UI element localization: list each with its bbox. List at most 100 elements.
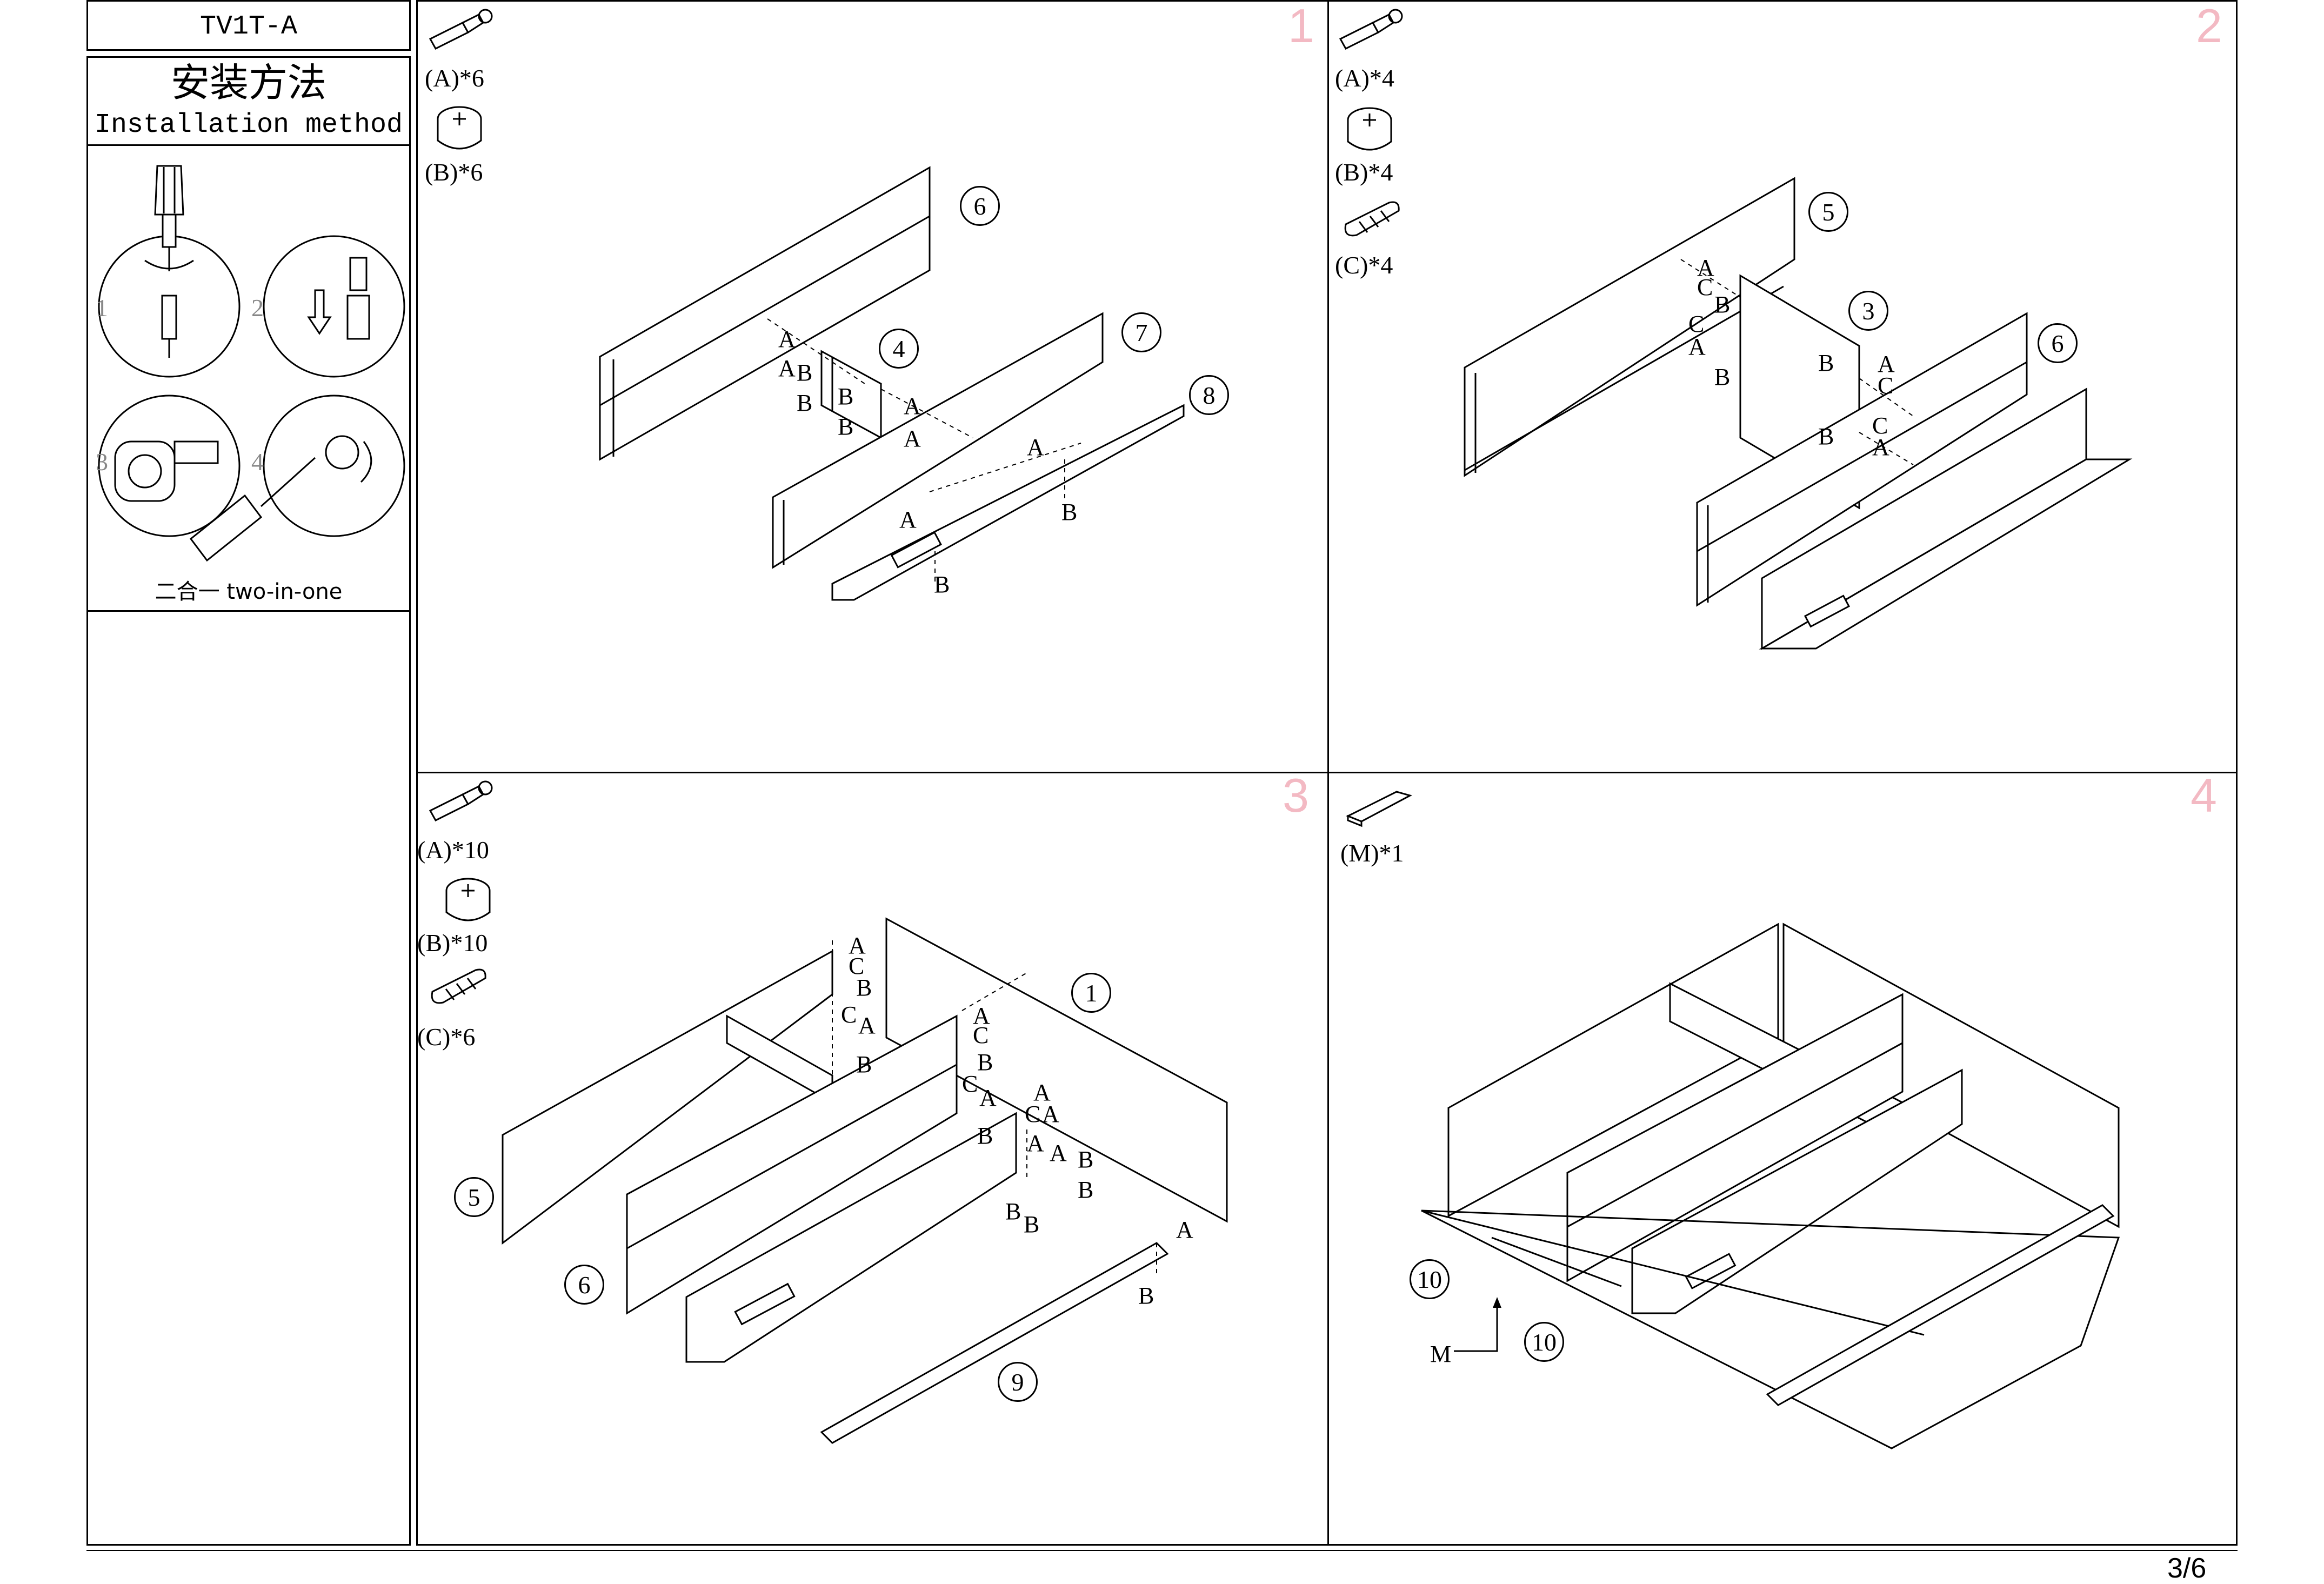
two-in-one-caption: 二合一 two-in-one xyxy=(155,579,343,604)
hole-label: A xyxy=(973,1002,990,1029)
hole-label: B xyxy=(1078,1146,1094,1173)
hole-label: C xyxy=(1697,274,1713,300)
step-1-part-b: (B)*6 xyxy=(425,158,483,186)
hole-label: A xyxy=(858,1012,876,1039)
footer-rule xyxy=(86,1550,2238,1551)
hole-label: B xyxy=(856,974,872,1001)
step-3-callout-9: 9 xyxy=(998,1362,1038,1402)
hole-label: B xyxy=(1078,1177,1094,1203)
step-3-callout-1: 1 xyxy=(1071,973,1111,1013)
hole-label: A xyxy=(904,393,921,419)
hole-label: C xyxy=(962,1071,978,1097)
hole-label: B xyxy=(934,571,950,598)
hole-label: B xyxy=(977,1049,993,1075)
hole-label: B xyxy=(1061,499,1078,525)
hole-label: B xyxy=(797,359,813,386)
hole-label: B xyxy=(977,1122,993,1149)
step-3-part-b: (B)*10 xyxy=(417,929,488,957)
hole-label: C xyxy=(1878,372,1894,399)
hole-label: C xyxy=(1025,1101,1041,1127)
hole-label: C xyxy=(1872,412,1888,439)
hole-label: B xyxy=(838,383,854,410)
hole-label: B xyxy=(1005,1198,1021,1225)
step-3-part-a: (A)*10 xyxy=(417,836,489,864)
hole-label: A xyxy=(1176,1217,1193,1243)
hole-label: C xyxy=(841,1001,857,1028)
hole-label: B xyxy=(1714,291,1731,318)
hole-label: A xyxy=(899,506,917,533)
step-4-diagram xyxy=(1421,923,2120,1449)
step-4-number: 4 xyxy=(2191,768,2217,822)
step-2-callout-3: 3 xyxy=(1848,291,1888,331)
step-1-callout-8: 8 xyxy=(1189,375,1229,415)
wood-dowel-icon xyxy=(431,968,486,1004)
step-4-pointer-label: M xyxy=(1430,1341,1452,1367)
hole-label: A xyxy=(1042,1101,1059,1127)
method-step-2: 2 xyxy=(251,294,264,322)
step-1-number: 1 xyxy=(1288,0,1314,52)
cam-bolt-icon xyxy=(1339,9,1403,50)
step-2-callout-6: 6 xyxy=(2038,323,2078,363)
step-3-callout-6: 6 xyxy=(564,1265,604,1305)
cam-lock-icon xyxy=(445,878,491,921)
hole-label: A xyxy=(1033,1079,1051,1106)
cam-lock-icon xyxy=(1347,107,1392,151)
grid-horizontal-divider xyxy=(418,772,2236,773)
hole-label: A xyxy=(1027,1130,1044,1157)
step-4-pointer-line xyxy=(1454,1297,1501,1352)
step-2-part-b: (B)*4 xyxy=(1335,158,1393,186)
page-number: 3/6 xyxy=(2167,1553,2207,1584)
step-1-diagram xyxy=(599,166,1185,601)
cam-lock-icon xyxy=(437,106,482,150)
method-divider-bottom xyxy=(88,610,409,612)
method-title-cn: 安装方法 xyxy=(170,60,326,105)
step-3-part-c: (C)*6 xyxy=(417,1023,476,1051)
hole-label: B xyxy=(1818,423,1834,450)
hole-label: A xyxy=(1688,333,1706,360)
hole-label: A xyxy=(778,326,796,352)
hole-label: C xyxy=(849,953,865,979)
hole-label: A xyxy=(849,932,866,959)
hole-label: C xyxy=(1688,311,1705,337)
wood-dowel-icon xyxy=(1344,201,1400,237)
hole-label: B xyxy=(1138,1282,1154,1309)
hole-label: A xyxy=(778,355,796,382)
screwdriver-icon xyxy=(144,165,194,358)
hole-label: B xyxy=(797,390,813,416)
hole-label: B xyxy=(856,1051,872,1078)
hole-label: C xyxy=(973,1022,989,1048)
step-3-number: 3 xyxy=(1283,768,1309,822)
method-step-1: 1 xyxy=(96,294,108,322)
step-4-callout-10-a: 10 xyxy=(1410,1259,1450,1299)
step-2-number: 2 xyxy=(2196,0,2222,52)
hole-label: A xyxy=(1050,1140,1067,1166)
hole-label: A xyxy=(1697,255,1714,281)
step-2-part-c: (C)*4 xyxy=(1335,251,1393,279)
model-code: TV1T-A xyxy=(199,11,298,42)
method-divider-top xyxy=(88,144,409,146)
installation-method-panel: 安装方法 Installation method 1 xyxy=(86,56,411,1546)
step-4-callout-10-b: 10 xyxy=(1524,1322,1564,1362)
method-title-en: Installation method xyxy=(94,110,403,141)
step-1-callout-6: 6 xyxy=(960,186,1000,226)
hole-label: A xyxy=(1872,434,1889,460)
hole-label: A xyxy=(979,1085,997,1111)
hole-label: A xyxy=(1878,351,1895,377)
step-4-part-m: (M)*1 xyxy=(1340,839,1404,867)
step-2-diagram xyxy=(1464,177,2133,650)
method-step-3: 3 xyxy=(96,448,108,476)
hole-label: A xyxy=(904,425,921,452)
model-code-box: TV1T-A xyxy=(86,0,411,51)
step-1-callout-4: 4 xyxy=(879,329,919,369)
hole-label: B xyxy=(1024,1211,1040,1238)
method-illustration xyxy=(98,165,405,562)
hole-label: A xyxy=(1027,434,1044,460)
metal-strip-icon xyxy=(1346,791,1413,827)
hole-label: B xyxy=(838,413,854,440)
hole-label: B xyxy=(1818,350,1834,376)
step-3-diagram xyxy=(502,917,1228,1444)
step-1-callout-7: 7 xyxy=(1121,312,1161,352)
hole-label: B xyxy=(1714,364,1731,390)
step-2-part-a: (A)*4 xyxy=(1335,64,1394,92)
method-step-4: 4 xyxy=(251,448,264,476)
